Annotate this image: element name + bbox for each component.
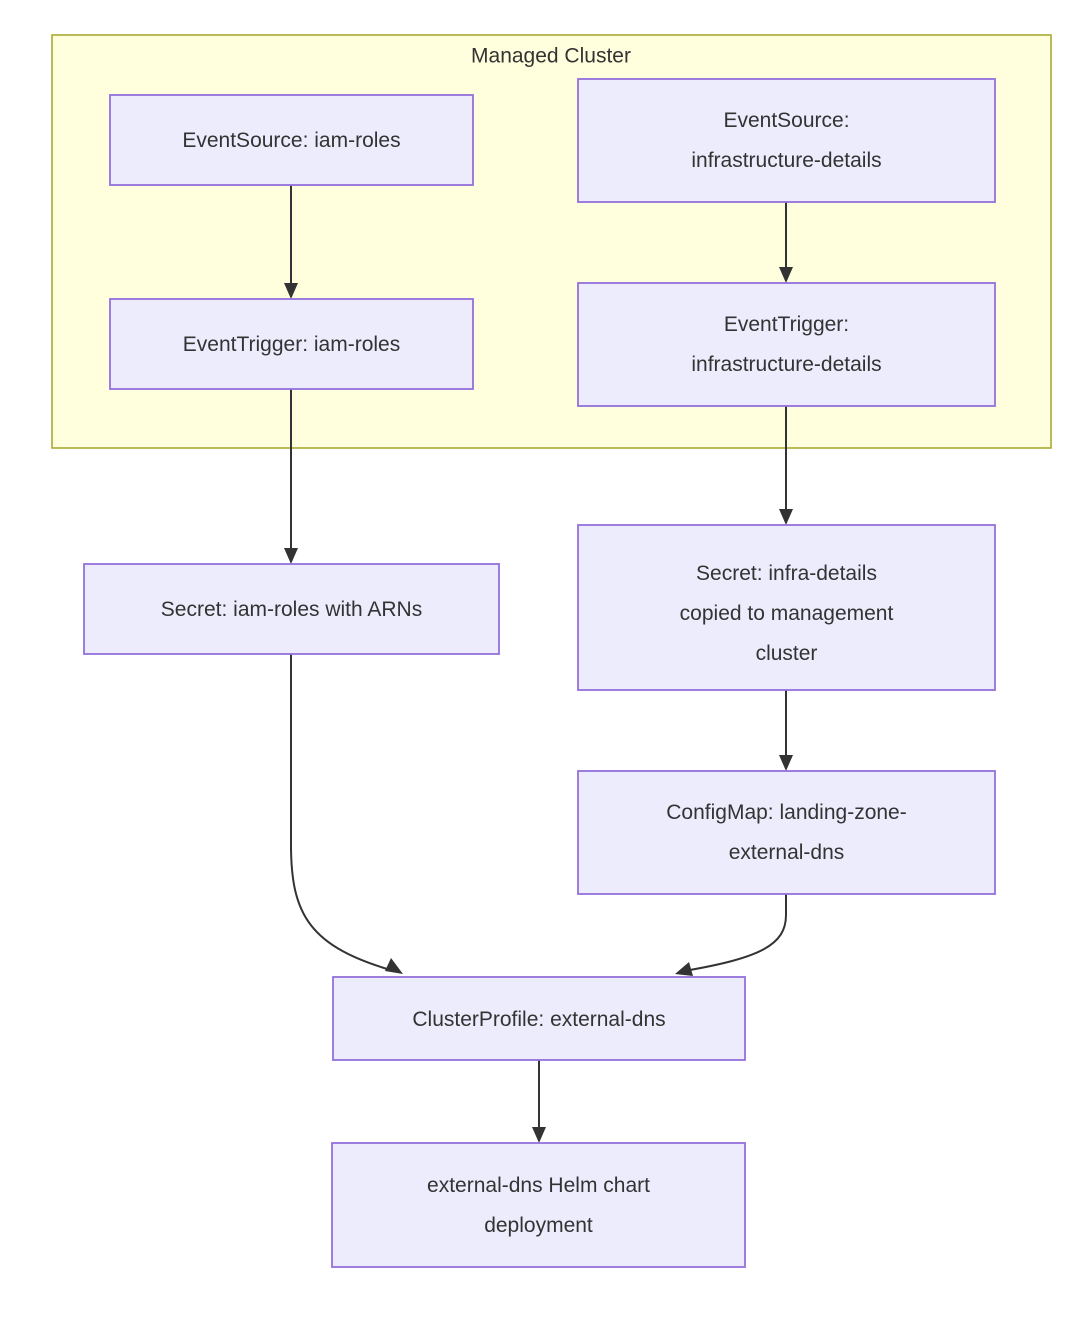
node-label-line-2: infrastructure-details [691, 353, 881, 376]
node-box[interactable] [577, 770, 996, 895]
node-eventtrigger-infrastructure-details[interactable]: EventTrigger: infrastructure-details [577, 282, 996, 407]
node-label-line-1: external-dns Helm chart [427, 1174, 650, 1197]
arrowhead-icon [385, 958, 403, 974]
node-label-line-3: cluster [756, 642, 818, 665]
edge-eventsource-iam-roles-to-eventtrigger-iam-roles [284, 185, 298, 299]
node-label-line-2: external-dns [729, 841, 845, 864]
arrowhead-icon [779, 267, 793, 283]
node-label-line-1: ConfigMap: landing-zone- [666, 801, 906, 824]
edge-curve [683, 894, 787, 972]
edge-secret-iam-roles-to-clusterprofile [290, 654, 403, 974]
node-box[interactable] [577, 524, 996, 691]
node-external-dns-helm-chart-deployment[interactable]: external-dns Helm chart deployment [331, 1142, 746, 1268]
edge-configmap-to-clusterprofile [675, 894, 787, 976]
edge-curve [290, 654, 395, 972]
node-box[interactable] [332, 976, 746, 1061]
node-eventsource-iam-roles[interactable]: EventSource: iam-roles [109, 94, 474, 186]
edge-eventsource-infra-to-eventtrigger-infra [779, 202, 793, 283]
node-label-line-2: deployment [484, 1214, 593, 1237]
node-clusterprofile-external-dns[interactable]: ClusterProfile: external-dns [332, 976, 746, 1061]
arrowhead-icon [532, 1127, 546, 1143]
node-secret-infra-details-copied[interactable]: Secret: infra-details copied to manageme… [577, 524, 996, 691]
node-label: EventTrigger: iam-roles [183, 333, 400, 356]
node-secret-iam-roles-with-arns[interactable]: Secret: iam-roles with ARNs [83, 563, 500, 655]
node-box[interactable] [83, 563, 500, 655]
arrowhead-icon [284, 283, 298, 299]
edges-layer [284, 185, 793, 1143]
node-label-line-1: EventSource: [723, 109, 849, 132]
node-label: Secret: iam-roles with ARNs [161, 598, 422, 621]
arrowhead-icon [779, 509, 793, 525]
node-label-line-2: copied to management [680, 602, 894, 625]
node-box[interactable] [577, 282, 996, 407]
edge-secret-infra-to-configmap [779, 690, 793, 771]
edge-clusterprofile-to-helm-deployment [532, 1060, 546, 1143]
node-box[interactable] [109, 298, 474, 390]
arrowhead-icon [284, 548, 298, 564]
edge-eventtrigger-iam-roles-to-secret-iam-roles [284, 389, 298, 564]
arrowhead-icon [779, 755, 793, 771]
node-label: ClusterProfile: external-dns [412, 1008, 665, 1031]
node-configmap-landing-zone-external-dns[interactable]: ConfigMap: landing-zone- external-dns [577, 770, 996, 895]
node-eventtrigger-iam-roles[interactable]: EventTrigger: iam-roles [109, 298, 474, 390]
node-box[interactable] [577, 78, 996, 203]
edge-eventtrigger-infra-to-secret-infra [779, 406, 793, 525]
node-box[interactable] [109, 94, 474, 186]
cluster-title: Managed Cluster [471, 45, 631, 68]
arrowhead-icon [675, 962, 693, 976]
nodes-layer: EventSource: iam-roles EventSource: infr… [83, 78, 996, 1268]
node-label-line-1: EventTrigger: [724, 313, 849, 336]
node-eventsource-infrastructure-details[interactable]: EventSource: infrastructure-details [577, 78, 996, 203]
node-box[interactable] [331, 1142, 746, 1268]
node-label: EventSource: iam-roles [182, 129, 400, 152]
node-label-line-2: infrastructure-details [691, 149, 881, 172]
node-label-line-1: Secret: infra-details [696, 562, 877, 585]
